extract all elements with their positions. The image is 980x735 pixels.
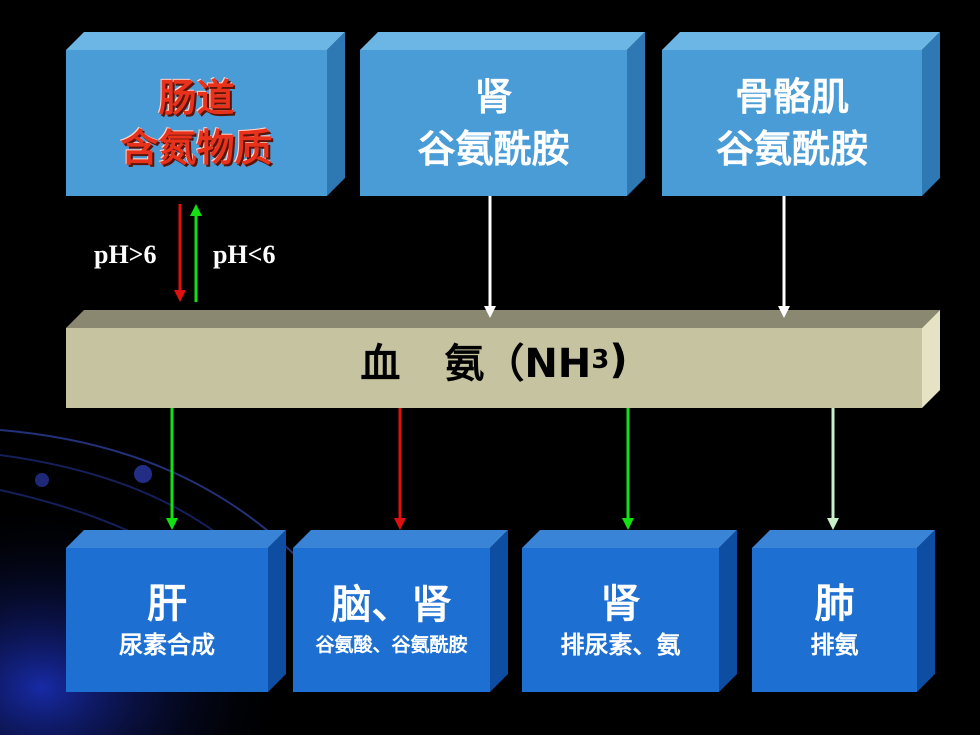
kidney-excretion-box: 肾 排尿素、氨 bbox=[522, 548, 719, 692]
kidney-source-title: 肾 bbox=[474, 74, 513, 119]
liver-box: 肝 尿素合成 bbox=[66, 548, 268, 692]
kidney-excretion-title: 肾 bbox=[600, 581, 641, 627]
arrow-muscle-to-blood bbox=[778, 196, 790, 318]
intestine-box: 肠道 含氮物质 bbox=[66, 50, 327, 196]
muscle-title: 骨骼肌 bbox=[734, 74, 849, 119]
brain-title: 脑、肾 bbox=[331, 582, 452, 628]
lung-subtitle: 排氨 bbox=[810, 631, 859, 659]
kidney-source-subtitle: 谷氨酰胺 bbox=[417, 127, 570, 171]
ammonia-close-paren: ) bbox=[609, 337, 628, 383]
ph-down-label: pH>6 bbox=[94, 240, 157, 269]
brain-subtitle: 谷氨酸、谷氨酰胺 bbox=[315, 634, 468, 656]
arrow-blood-to-liver bbox=[166, 408, 178, 530]
lung-title: 肺 bbox=[814, 581, 855, 627]
arrow-blood-to-intestine bbox=[190, 204, 202, 302]
intestine-subtitle: 含氮物质 bbox=[120, 125, 273, 170]
arrow-blood-to-lung bbox=[827, 408, 839, 530]
liver-title: 肝 bbox=[147, 581, 187, 627]
liver-subtitle: 尿素合成 bbox=[119, 631, 215, 659]
arrow-blood-to-kidney bbox=[622, 408, 634, 530]
blood-label: 血 bbox=[360, 341, 401, 387]
arrow-kidney-to-blood bbox=[484, 196, 496, 318]
intestine-title: 肠道 bbox=[158, 75, 235, 120]
ammonia-label: 氨（NH bbox=[444, 341, 592, 387]
brain-box: 脑、肾 谷氨酸、谷氨酰胺 bbox=[293, 548, 490, 692]
kidney-source-box: 肾 谷氨酰胺 bbox=[360, 50, 627, 196]
arrow-intestine-to-blood bbox=[174, 204, 186, 302]
arrow-blood-to-brain bbox=[394, 408, 406, 530]
ph-up-label: pH<6 bbox=[213, 240, 276, 269]
muscle-box: 骨骼肌 谷氨酰胺 bbox=[662, 50, 922, 196]
lung-box: 肺 排氨 bbox=[752, 548, 917, 692]
muscle-subtitle: 谷氨酰胺 bbox=[715, 127, 868, 171]
nh3-subscript: 3 bbox=[591, 345, 610, 375]
kidney-excretion-subtitle: 排尿素、氨 bbox=[560, 631, 681, 659]
